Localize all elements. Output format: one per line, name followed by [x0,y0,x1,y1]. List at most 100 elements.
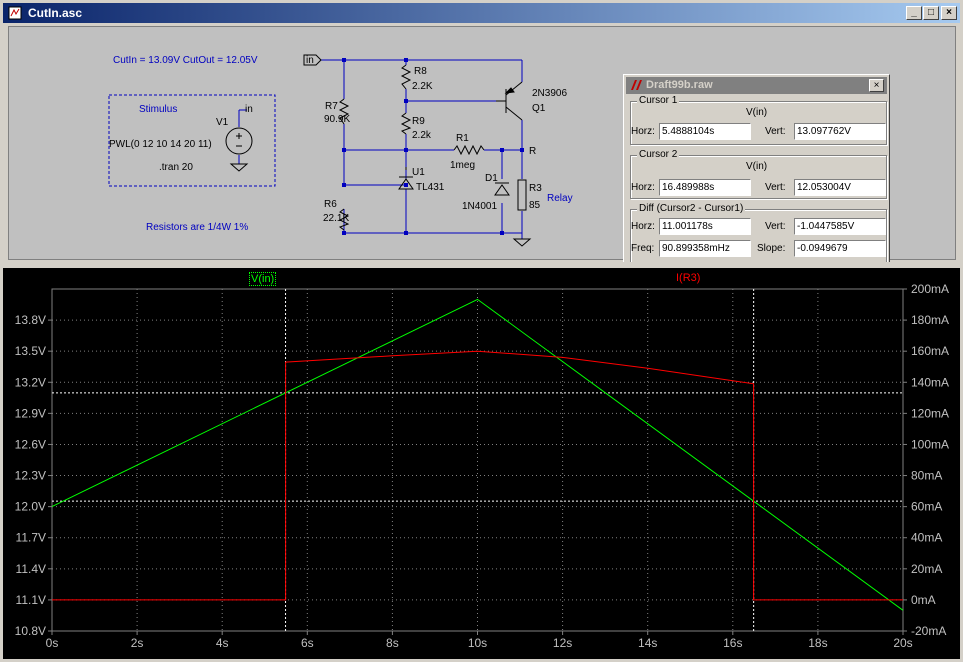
x-tick-label: 20s [893,636,912,650]
series-vin-line [51,298,904,611]
legend-vin-text: V(in) [251,273,275,285]
r-net-label: R [529,146,537,157]
y-left-tick-label: 12.0V [15,500,46,514]
y-right-tick-label: 100mA [911,437,949,451]
stimulus-label: Stimulus [139,104,178,115]
y-left-tick-label: 10.8V [15,624,46,638]
cursor1-horz-label: Horz: [631,126,655,137]
plot-frame [51,288,904,632]
y-left-tick-label: 11.4V [16,562,46,576]
r7-value: 90.9K [324,114,351,125]
diff-slope-field[interactable]: -0.0949679 [794,240,886,257]
y-left-tick-label: 13.5V [15,344,46,358]
diff-slope-label: Slope: [757,243,786,254]
u1-label: U1 [412,167,425,178]
diff-freq-field[interactable]: 90.899358mHz [659,240,751,257]
title-bar[interactable]: CutIn.asc _ □ × [3,3,960,23]
y-left-tick-label: 11.1V [16,593,46,607]
relay-label: Relay [547,193,573,204]
y-right-tick-label: 20mA [911,562,942,576]
cursor2-group-label: Cursor 2 [637,149,680,160]
r6-label: R6 [324,199,337,210]
y-right-tick-label: 60mA [911,500,942,514]
y-left-tick-label: 12.9V [15,406,46,420]
y-right-tick-label: -20mA [911,624,946,638]
legend-ir3[interactable]: I(R3) [676,272,700,284]
in-port-label: in [306,55,314,66]
maximize-button[interactable]: □ [923,6,939,20]
schematic-icon [8,6,22,20]
x-tick-label: 0s [46,636,59,650]
r1-value: 1meg [450,160,476,171]
x-tick-label: 2s [131,636,144,650]
y-left-tick-label: 12.3V [15,469,46,483]
y-right-tick-label: 0mA [911,593,936,607]
cursor2-vert-label: Vert: [765,182,786,193]
r3-value: 85 [529,200,541,211]
v1-label: V1 [216,117,229,128]
cursor1-trace: V(in) [746,107,768,118]
u1-value: TL431 [416,182,445,193]
cursor2-trace: V(in) [746,161,768,172]
cursor-window[interactable]: Draft99b.raw × Cursor 1 V(in) Horz: 5.48… [623,74,890,266]
diff-vert-field[interactable]: -1.0447585V [794,218,886,235]
diff-freq-label: Freq: [631,243,655,254]
x-tick-label: 14s [638,636,657,650]
y-right-tick-label: 40mA [911,531,942,545]
y-right-tick-label: 160mA [911,344,949,358]
close-button[interactable]: × [941,6,957,20]
r6-value: 22.1K [323,213,350,224]
x-tick-label: 16s [723,636,742,650]
schematic-editor[interactable]: CutIn = 13.09V CutOut = 12.05V Stimulus … [8,26,956,266]
diff-horz-label: Horz: [631,221,655,232]
cursor-window-close-button[interactable]: × [869,79,884,92]
diff-horz-field[interactable]: 11.001178s [659,218,751,235]
y-right-tick-label: 80mA [911,469,942,483]
y-left-tick-label: 11.7V [16,531,46,545]
diff-group-label: Diff (Cursor2 - Cursor1) [637,203,746,214]
cursor-window-title: Draft99b.raw [646,79,713,91]
d1-label: D1 [485,173,498,184]
y-left-tick-label: 13.8V [15,313,46,327]
cursor2-horz-label: Horz: [631,182,655,193]
y-right-tick-label: 120mA [911,406,949,420]
r8-label: R8 [414,66,427,77]
r8-value: 2.2K [412,81,433,92]
cursor2-horz-field[interactable]: 16.489988s [659,179,751,196]
legend-ir3-text: I(R3) [676,272,701,284]
minimize-button[interactable]: _ [906,6,922,20]
pane-splitter[interactable] [0,262,963,268]
cursor1-vert-field[interactable]: 13.097762V [794,123,886,140]
cursor2-group: Cursor 2 V(in) Horz: 16.489988s Vert: 12… [630,149,887,199]
x-tick-label: 8s [386,636,399,650]
schematic-drawing [108,54,532,247]
cursor2-vert-field[interactable]: 12.053004V [794,179,886,196]
v1-in-flag: in [245,104,253,115]
x-tick-label: 18s [808,636,827,650]
legend-vin[interactable]: V(in) [249,272,277,286]
diff-group: Diff (Cursor2 - Cursor1) Horz: 11.001178… [630,203,887,263]
y-right-tick-label: 200mA [911,282,949,296]
q1-model: 2N3906 [532,88,568,99]
cutin-cutout-note: CutIn = 13.09V CutOut = 12.05V [113,55,258,66]
x-tick-label: 12s [553,636,572,650]
cursor-window-titlebar[interactable]: Draft99b.raw × [626,77,887,94]
cursor1-group: Cursor 1 V(in) Horz: 5.4888104s Vert: 13… [630,95,887,145]
d1-value: 1N4001 [462,201,498,212]
q1-label: Q1 [532,103,546,114]
series-ir3-line [52,350,903,601]
r9-value: 2.2k [412,130,431,141]
r7-label: R7 [325,101,338,112]
ltspice-logo-icon [631,80,642,90]
resistors-note: Resistors are 1/4W 1% [146,222,249,233]
tran-directive: .tran 20 [159,162,193,173]
x-tick-label: 4s [216,636,229,650]
y-left-tick-label: 12.6V [15,437,46,451]
r9-label: R9 [412,116,425,127]
cursor1-horz-field[interactable]: 5.4888104s [659,123,751,140]
cursor1-vert-label: Vert: [765,126,786,137]
diff-vert-label: Vert: [765,221,786,232]
